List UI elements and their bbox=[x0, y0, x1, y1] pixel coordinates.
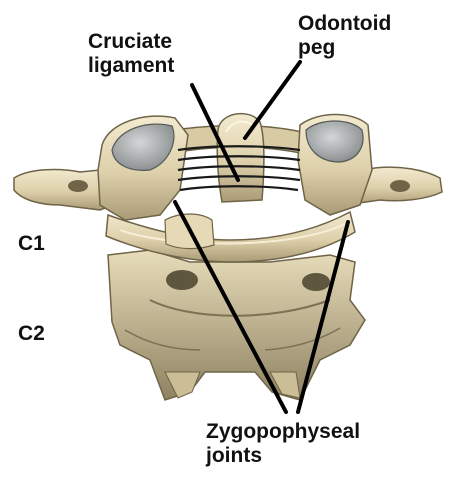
odontoid-peg bbox=[217, 114, 264, 202]
c2-label: C2 bbox=[18, 322, 45, 346]
zygopophyseal-joints-label: Zygopophyseal joints bbox=[206, 420, 360, 468]
odontoid-peg-label: Odontoid peg bbox=[298, 12, 391, 60]
c2-vertebra bbox=[108, 250, 365, 400]
cruciate-ligament-label: Cruciate ligament bbox=[88, 30, 174, 78]
c1-label: C1 bbox=[18, 232, 45, 256]
